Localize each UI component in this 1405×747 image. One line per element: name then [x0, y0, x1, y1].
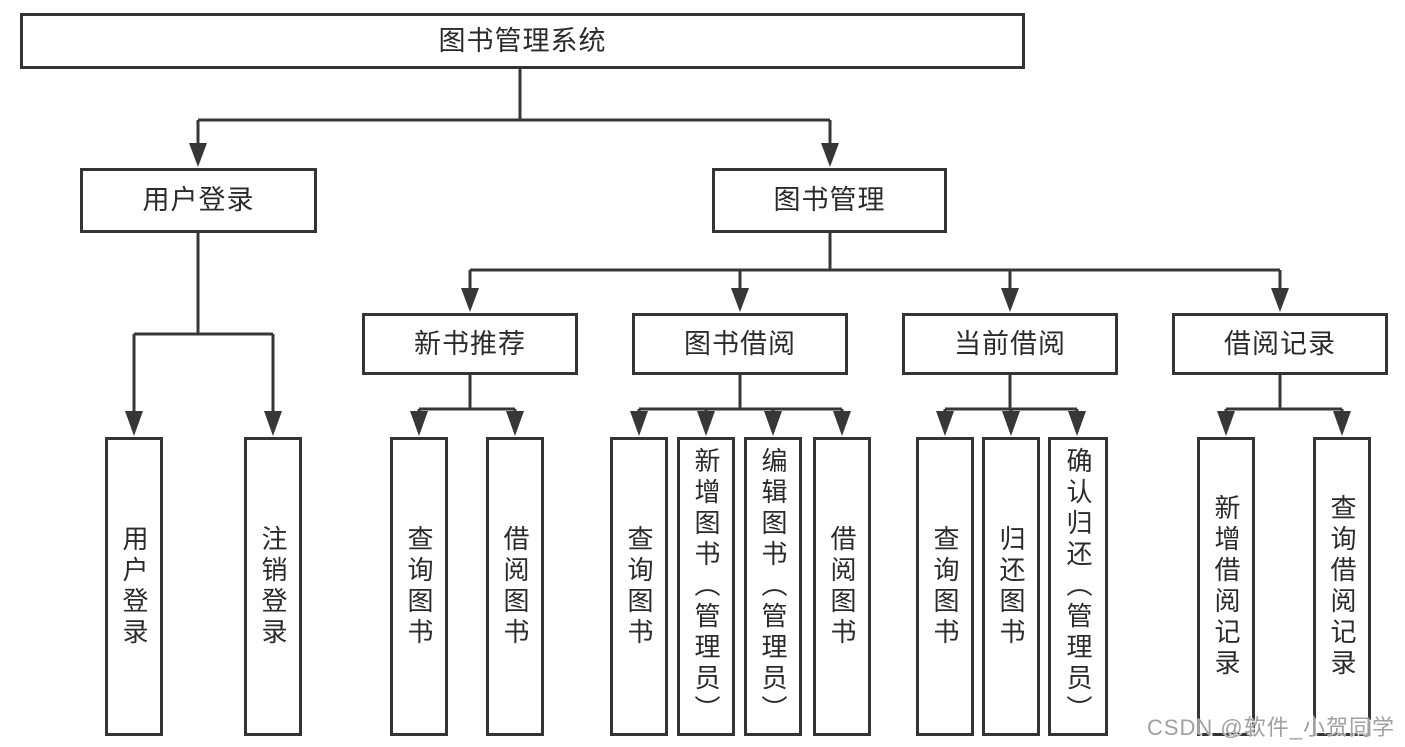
- leaf-query-borrow-record: 查询借阅记录: [1313, 437, 1371, 736]
- leaf-return-book: 归还图书: [982, 437, 1040, 736]
- leaf-edit-book-admin: 编辑图书（管理员）: [744, 437, 802, 736]
- leaf-logout: 注销登录: [244, 437, 302, 736]
- leaf-user-login: 用户登录: [105, 437, 163, 736]
- leaf-add-book-admin: 新增图书（管理员）: [677, 437, 735, 736]
- node-new-book-recommend: 新书推荐: [362, 313, 578, 375]
- leaf-query-books-borrowing: 查询图书: [610, 437, 668, 736]
- watermark: CSDN @软件_小贺同学: [1146, 715, 1395, 740]
- node-book-borrowing: 图书借阅: [632, 313, 848, 375]
- leaf-borrow-books: 借阅图书: [813, 437, 871, 736]
- node-library-system: 图书管理系统: [20, 13, 1025, 69]
- leaf-borrow-books-recommend: 借阅图书: [486, 437, 544, 736]
- leaf-query-books-current: 查询图书: [916, 437, 974, 736]
- node-user-login: 用户登录: [80, 168, 317, 233]
- leaf-add-borrow-record: 新增借阅记录: [1197, 437, 1255, 736]
- leaf-query-books-recommend: 查询图书: [390, 437, 448, 736]
- node-current-borrowing: 当前借阅: [902, 313, 1118, 375]
- leaf-confirm-return-admin: 确认归还（管理员）: [1048, 437, 1108, 736]
- node-book-management: 图书管理: [712, 168, 947, 233]
- node-borrowing-records: 借阅记录: [1172, 313, 1388, 375]
